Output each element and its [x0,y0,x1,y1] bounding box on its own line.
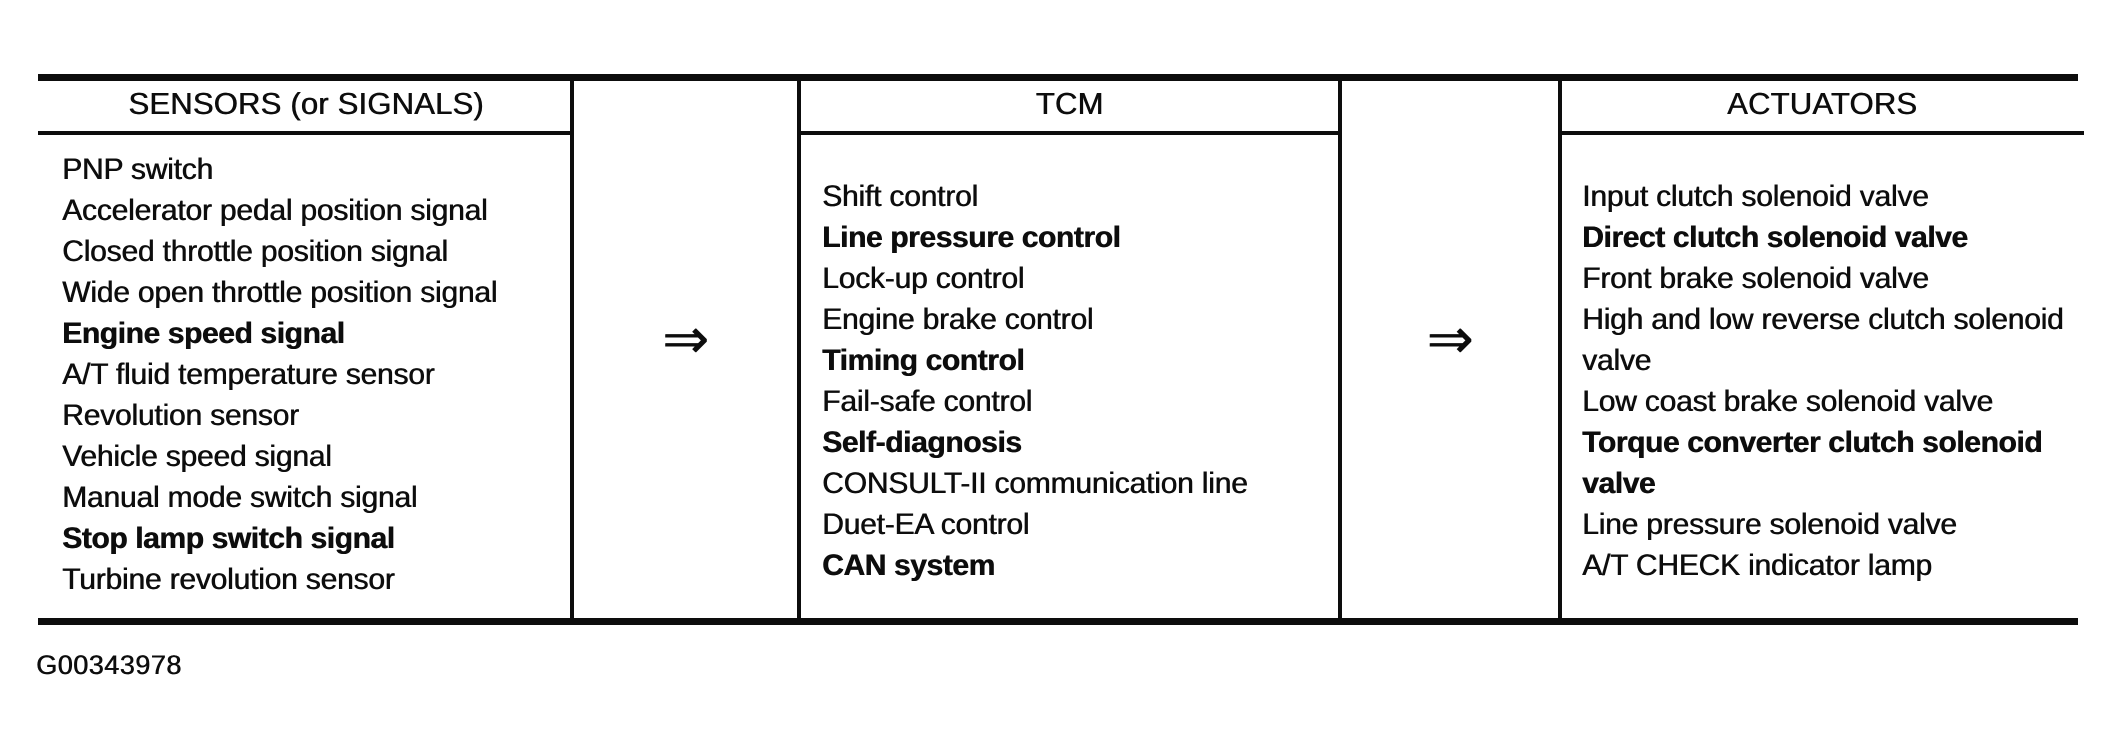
actuators-column-header: ACTUATORS [1726,86,1918,121]
sensors-list: PNP switch Accelerator pedal position si… [62,149,568,600]
tcm-item: Lock-up control [822,262,1025,295]
double-right-arrow-icon: ⇒ [1426,307,1474,372]
tcm-list: Shift control Line pressure control Lock… [822,176,1336,586]
tcm-item: Timing control [822,344,1025,377]
actuator-item: Line pressure solenoid valve [1582,508,1957,541]
header-underline-actuators [1558,131,2084,135]
sensor-item: Accelerator pedal position signal [62,194,488,227]
double-right-arrow-icon: ⇒ [662,307,709,372]
tcm-item: Line pressure control [822,221,1121,254]
sensor-item: Wide open throttle position signal [62,276,498,309]
sensors-column-header: SENSORS (or SIGNALS) [128,86,484,121]
column-divider [570,74,574,625]
sensor-item: Manual mode switch signal [62,481,418,514]
sensor-item: Vehicle speed signal [62,440,332,473]
column-divider [1338,74,1342,625]
tcm-item: CONSULT-II communication line [822,467,1248,500]
figure-reference-label: G00343978 [36,650,182,680]
tcm-item: Duet-EA control [822,508,1030,541]
sensor-item: Closed throttle position signal [62,235,448,268]
tcm-column-header: TCM [1035,86,1104,121]
tcm-item: Shift control [822,180,978,213]
sensor-item: A/T fluid temperature sensor [62,358,435,391]
table-top-border [38,74,2078,81]
tcm-item: CAN system [822,549,995,582]
actuator-item: A/T CHECK indicator lamp [1582,549,1932,582]
tcm-item: Fail-safe control [822,385,1033,418]
sensor-item: Engine speed signal [62,317,345,350]
actuator-item: Low coast brake solenoid valve [1582,385,1993,418]
sensor-item: Stop lamp switch signal [62,522,395,555]
tcm-item: Self-diagnosis [822,426,1022,459]
actuators-list: Input clutch solenoid valve Direct clutc… [1582,176,2082,586]
tcm-item: Engine brake control [822,303,1094,336]
actuator-item: Input clutch solenoid valve [1582,180,1929,213]
header-underline-tcm [797,131,1342,135]
header-underline-sensors [38,131,574,135]
actuator-item: High and low reverse clutch solenoid val… [1582,303,2064,377]
column-divider [1558,74,1562,625]
actuator-item: Torque converter clutch solenoid valve [1582,426,2043,500]
actuator-item: Front brake solenoid valve [1582,262,1929,295]
sensor-item: PNP switch [62,153,213,186]
sensor-item: Revolution sensor [62,399,299,432]
table-bottom-border [38,618,2078,625]
actuator-item: Direct clutch solenoid valve [1582,221,1968,254]
column-divider [797,74,801,625]
sensor-item: Turbine revolution sensor [62,563,395,596]
